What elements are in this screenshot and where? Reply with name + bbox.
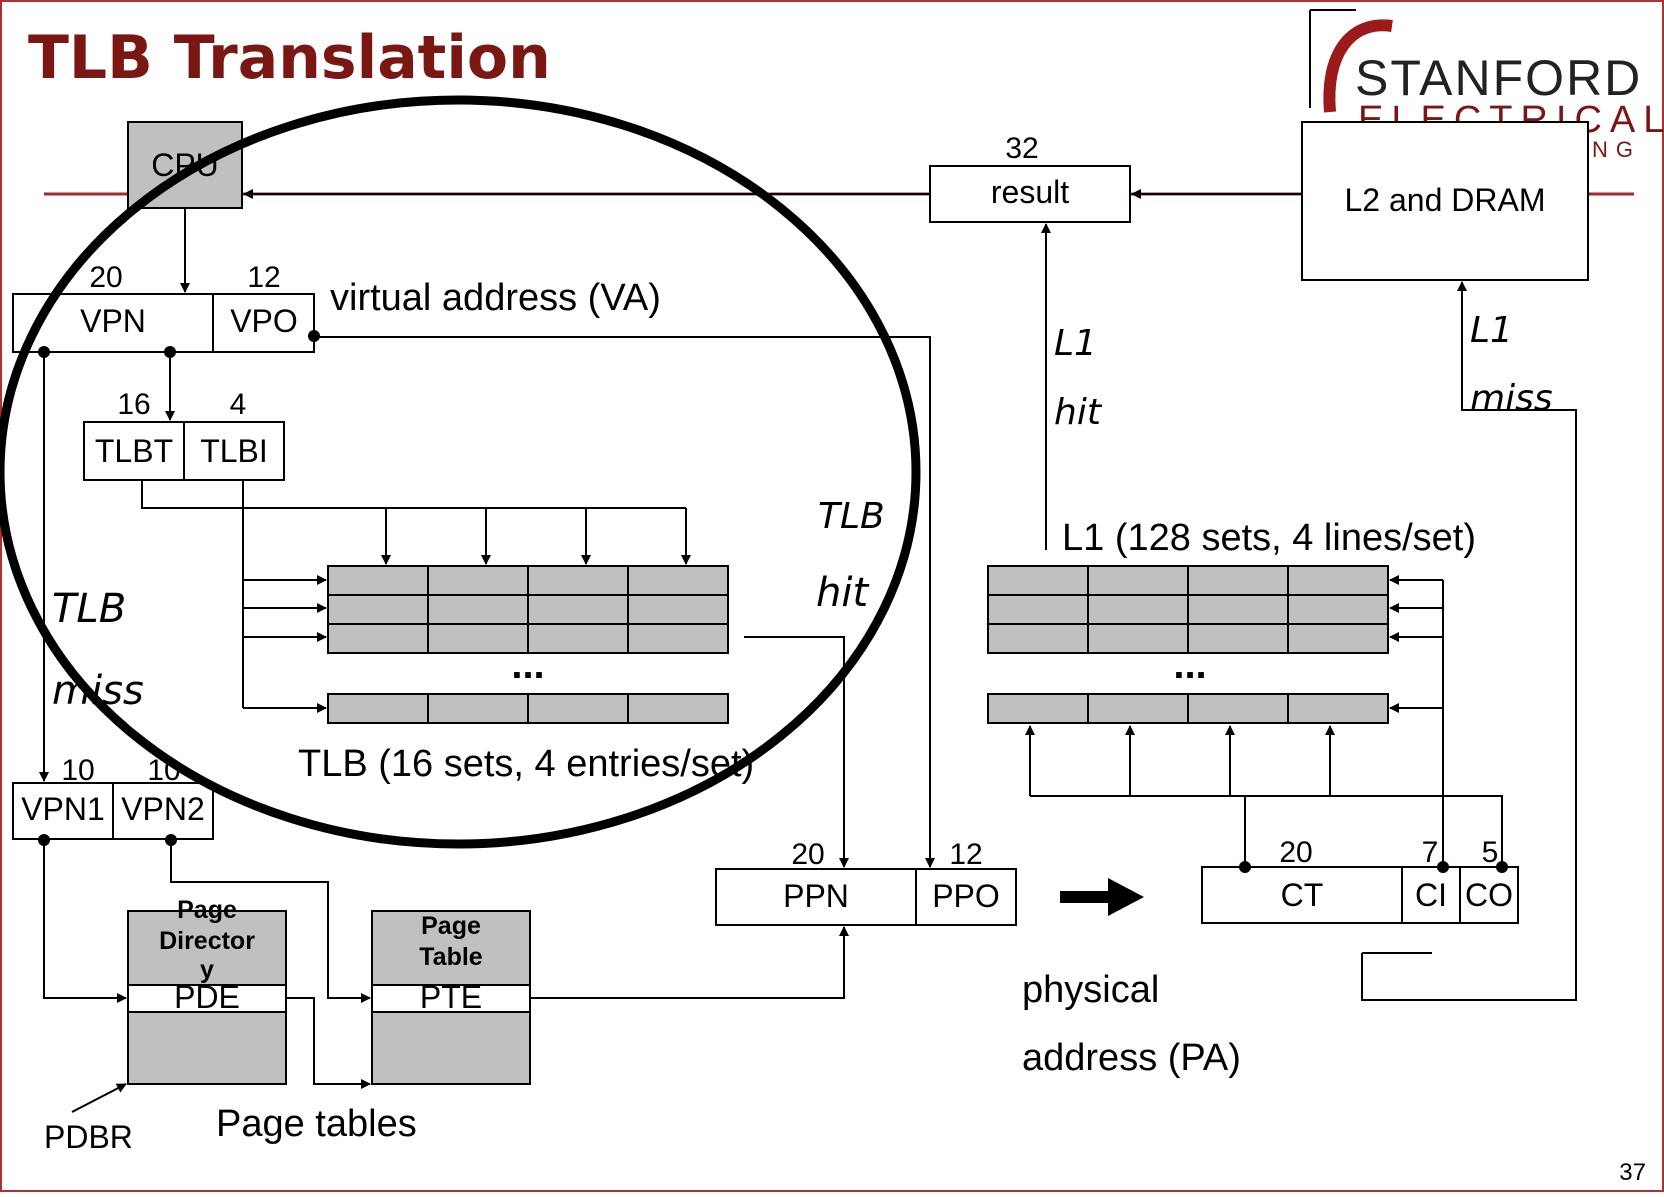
page-table-title-1: Page [421, 912, 481, 940]
pa-to-cache-arrow [1060, 878, 1144, 916]
pde-label: PDE [174, 979, 240, 1015]
l2-dram-box [1301, 121, 1589, 281]
l1-miss-label-2: miss [1470, 378, 1553, 419]
vpn-label: VPN [80, 303, 146, 339]
tlb-caption: TLB (16 sets, 4 entries/set) [298, 743, 754, 785]
page-directory-title-2: Director [159, 927, 255, 955]
pte-row [371, 984, 531, 1013]
vpo-to-ppo-route [314, 336, 935, 868]
ci-bits: 7 [1422, 836, 1439, 869]
va-caption: virtual address (VA) [330, 277, 661, 319]
pa-caption-2: address (PA) [1022, 1037, 1241, 1079]
page-tables-caption: Page tables [216, 1103, 417, 1145]
vpn1-box [12, 782, 114, 840]
tlbi-label: TLBI [200, 433, 268, 469]
l1-miss-route [1361, 281, 1577, 1001]
tlbt-bits: 16 [117, 388, 150, 421]
vpn2-label: VPN2 [121, 791, 205, 827]
result-bits: 32 [1005, 132, 1038, 165]
l2-dram-label: L2 and DRAM [1345, 182, 1546, 218]
page-table-title-2: Table [419, 943, 483, 971]
vpo-bits: 12 [247, 261, 280, 294]
result-label: result [991, 174, 1069, 210]
vpn1-label: VPN1 [21, 791, 105, 827]
pte-to-ppn-route [530, 926, 849, 999]
pde-row [127, 984, 287, 1013]
ci-label: CI [1415, 877, 1447, 913]
co-bits: 5 [1482, 836, 1499, 869]
pdbr-arrow [71, 1083, 127, 1113]
tlbt-box [83, 421, 185, 481]
highlight-circle [0, 95, 921, 849]
vpn2-to-pte-route [170, 840, 371, 1003]
logo-line1: STANFORD [1355, 50, 1642, 106]
pde-to-page-table-route [286, 997, 371, 1089]
ppn-box [715, 868, 917, 926]
ppo-box [915, 868, 1017, 926]
ct-bits: 20 [1279, 836, 1312, 869]
l1-caption: L1 (128 sets, 4 lines/set) [1062, 517, 1476, 559]
ppn-label: PPN [783, 878, 849, 914]
vpn1-bits: 10 [61, 754, 94, 787]
ppo-bits: 12 [949, 838, 982, 871]
vpn-bits: 20 [89, 261, 122, 294]
vpo-label: VPO [230, 303, 298, 339]
pa-caption-1: physical [1022, 969, 1159, 1011]
page-directory-title-3: y [200, 956, 214, 984]
pdbr-label: PDBR [44, 1119, 133, 1155]
co-label: CO [1465, 877, 1513, 913]
tlb-ellipsis: ... [511, 643, 544, 687]
tlbi-box [183, 421, 285, 481]
l1-miss-label-1: L1 [1470, 310, 1513, 351]
l1-hit-label-1: L1 [1054, 323, 1097, 364]
tlb-hit-to-ppn-route [744, 636, 849, 868]
ct-bus [1030, 795, 1503, 867]
vpn1-to-pde-route [43, 840, 127, 1003]
co-dot [1496, 861, 1508, 873]
co-box [1459, 866, 1519, 924]
ppn-bits: 20 [791, 838, 824, 871]
vpn2-box [112, 782, 214, 840]
slide-title: TLB Translation [28, 23, 551, 93]
tlbi-bits: 4 [230, 388, 247, 421]
l1-grid [987, 565, 1389, 724]
tlb-grid [327, 565, 729, 724]
ct-label: CT [1281, 877, 1324, 913]
pte-label: PTE [420, 979, 482, 1015]
tlb-miss-label-1: TLB [52, 586, 126, 632]
page-directory-title-1: Page [177, 896, 237, 924]
tlb-hit-label-1: TLB [818, 496, 885, 537]
tlbt-bus [141, 480, 686, 509]
l1-hit-label-2: hit [1054, 392, 1103, 433]
page-number: 37 [1619, 1159, 1646, 1186]
logo-line3: NG [1592, 137, 1641, 162]
ci-box [1401, 866, 1461, 924]
ppo-label: PPO [932, 878, 1000, 914]
l1-ellipsis: ... [1173, 643, 1206, 687]
tlb-hit-label-2: hit [816, 570, 869, 616]
vpo-box [212, 293, 315, 353]
tlbt-label: TLBT [95, 433, 173, 469]
